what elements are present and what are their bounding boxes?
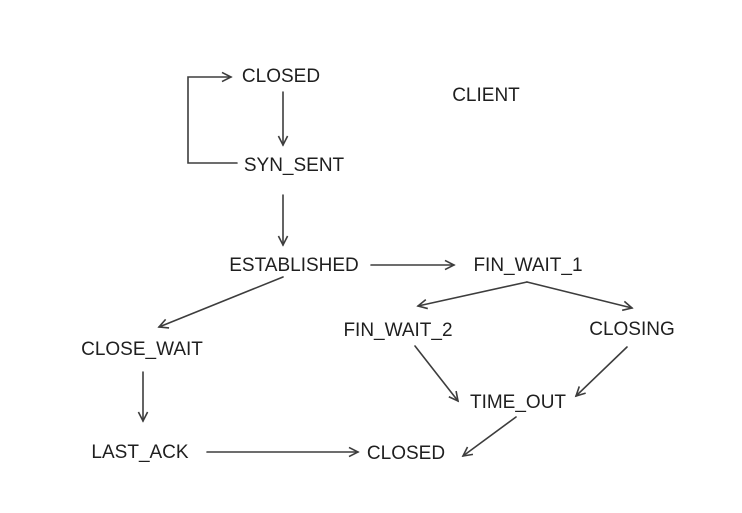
edge-syn-sent-to-closed-top bbox=[187, 71, 238, 164]
node-established: ESTABLISHED bbox=[229, 255, 359, 276]
edge-fin-wait-2-to-time-out bbox=[414, 345, 460, 403]
node-last-ack: LAST_ACK bbox=[91, 442, 188, 463]
node-closing: CLOSING bbox=[589, 319, 675, 340]
edge-fin-wait-1-to-closing bbox=[526, 281, 634, 312]
edge-fin-wait-1-to-fin-wait-2 bbox=[416, 281, 528, 310]
node-closed-bottom: CLOSED bbox=[367, 443, 445, 464]
edge-established-to-close-wait bbox=[157, 276, 284, 329]
node-fin-wait-1: FIN_WAIT_1 bbox=[473, 255, 582, 276]
node-close-wait: CLOSE_WAIT bbox=[81, 339, 203, 360]
node-time-out: TIME_OUT bbox=[470, 392, 566, 413]
node-syn-sent: SYN_SENT bbox=[244, 155, 345, 176]
client-side-label: CLIENT bbox=[452, 85, 520, 106]
edge-closing-to-time-out bbox=[574, 346, 628, 398]
edge-time-out-to-closed-bottom bbox=[461, 416, 517, 458]
node-closed-top: CLOSED bbox=[242, 66, 320, 87]
node-fin-wait-2: FIN_WAIT_2 bbox=[343, 320, 452, 341]
